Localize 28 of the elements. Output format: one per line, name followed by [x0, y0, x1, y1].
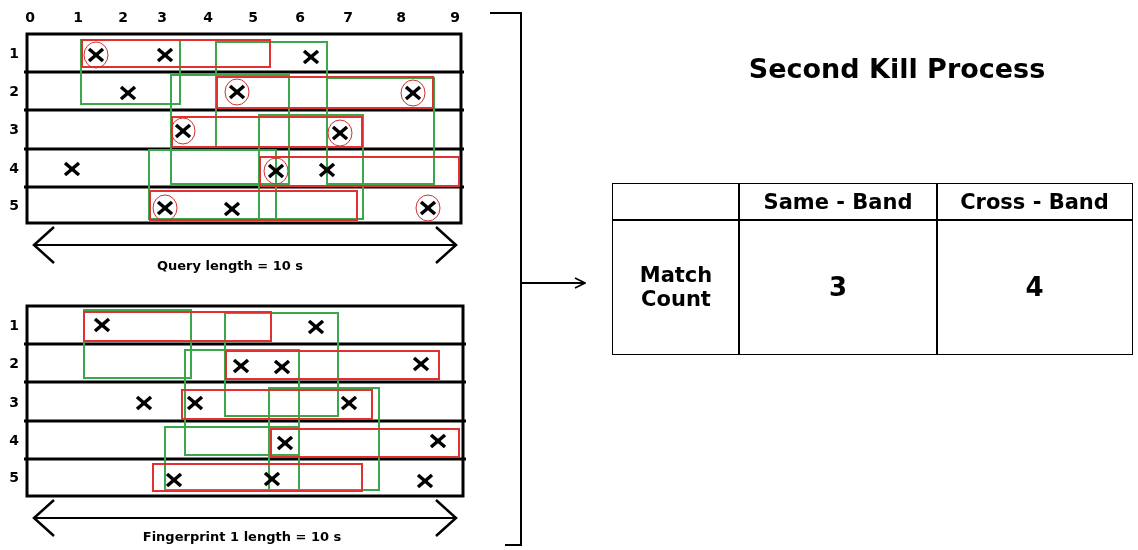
row-number: 3 [9, 394, 19, 410]
column-header: Same - Band [738, 183, 938, 221]
axis-tick-label: 6 [295, 9, 305, 25]
row-number: 4 [9, 160, 19, 176]
axis-tick-label: 8 [396, 9, 406, 25]
axis-tick-label: 2 [118, 9, 128, 25]
dimension-label: Fingerprint 1 length = 10 s [142, 528, 342, 544]
row-header: Match Count [612, 219, 740, 355]
axis-tick-label: 3 [157, 9, 167, 25]
value-cell: 4 [936, 219, 1133, 355]
axis-tick-label: 9 [450, 9, 460, 25]
column-header: Cross - Band [936, 183, 1133, 221]
dimension-label: Query length = 10 s [156, 257, 304, 273]
axis-tick-label: 0 [25, 9, 35, 25]
row-number: 2 [9, 83, 19, 99]
row-number: 2 [9, 355, 19, 371]
axis-tick-label: 4 [203, 9, 213, 25]
row-number: 5 [9, 197, 19, 213]
axis-tick-label: 5 [248, 9, 258, 25]
title: Second Kill Process [748, 52, 1046, 84]
value-cell: 3 [738, 219, 938, 355]
row-number: 1 [9, 317, 19, 333]
row-number: 1 [9, 45, 19, 61]
row-number: 3 [9, 121, 19, 137]
row-number: 4 [9, 432, 19, 448]
axis-tick-label: 1 [73, 9, 83, 25]
axis-tick-label: 7 [343, 9, 353, 25]
row-number: 5 [9, 469, 19, 485]
